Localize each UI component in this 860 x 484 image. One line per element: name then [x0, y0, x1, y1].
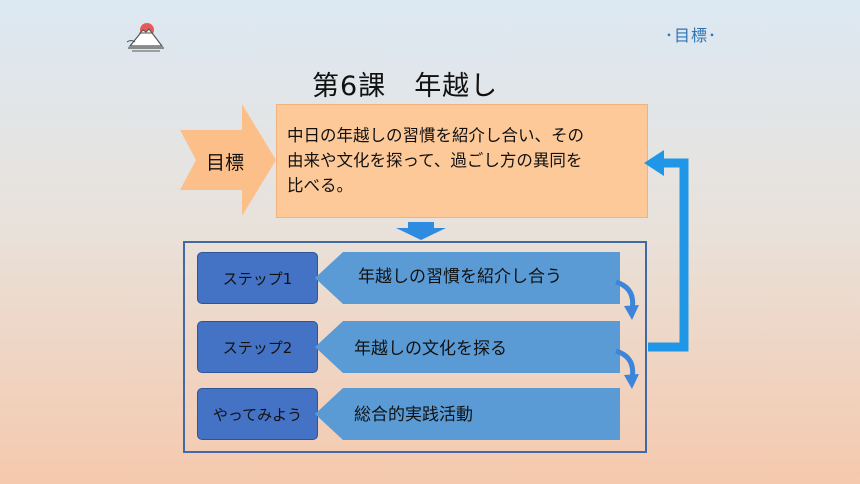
steps-frame [183, 241, 647, 453]
section-label: ･目標･ [665, 26, 718, 45]
lesson-topic: 年越し [414, 71, 499, 102]
step-label-1: ステップ1 [197, 252, 318, 304]
goal-line: 比べる。 [287, 176, 353, 195]
step-label-2: ステップ2 [197, 321, 318, 373]
loop-back-arrow-icon [644, 150, 689, 352]
step-chevron-1 [315, 252, 620, 304]
lesson-number: 第6課 [312, 71, 387, 102]
step-text-2: 年越しの文化を探る [354, 339, 507, 359]
step-chevron-3 [315, 388, 620, 440]
goal-description-box: 中日の年越しの習慣を紹介し合い、その 由来や文化を探って、過ごし方の異同を 比べ… [276, 104, 648, 218]
curved-arrow-icon [615, 348, 639, 389]
page-title: 第6課年越し [312, 64, 498, 103]
step-text-3: 総合的実践活動 [354, 405, 473, 425]
goal-label: 目標 [206, 152, 245, 174]
mount-fuji-sun-icon [126, 23, 164, 52]
step-text-1: 年越しの習慣を紹介し合う [358, 267, 562, 287]
down-arrow-icon [396, 222, 446, 240]
curved-arrow-icon [615, 279, 639, 320]
goal-line: 由来や文化を探って、過ごし方の異同を [287, 151, 583, 170]
goal-arrow-shape [180, 104, 276, 216]
step-chevron-2 [315, 321, 620, 373]
step-label-3: やってみよう [197, 388, 318, 440]
goal-line: 中日の年越しの習慣を紹介し合い、その [287, 126, 584, 145]
